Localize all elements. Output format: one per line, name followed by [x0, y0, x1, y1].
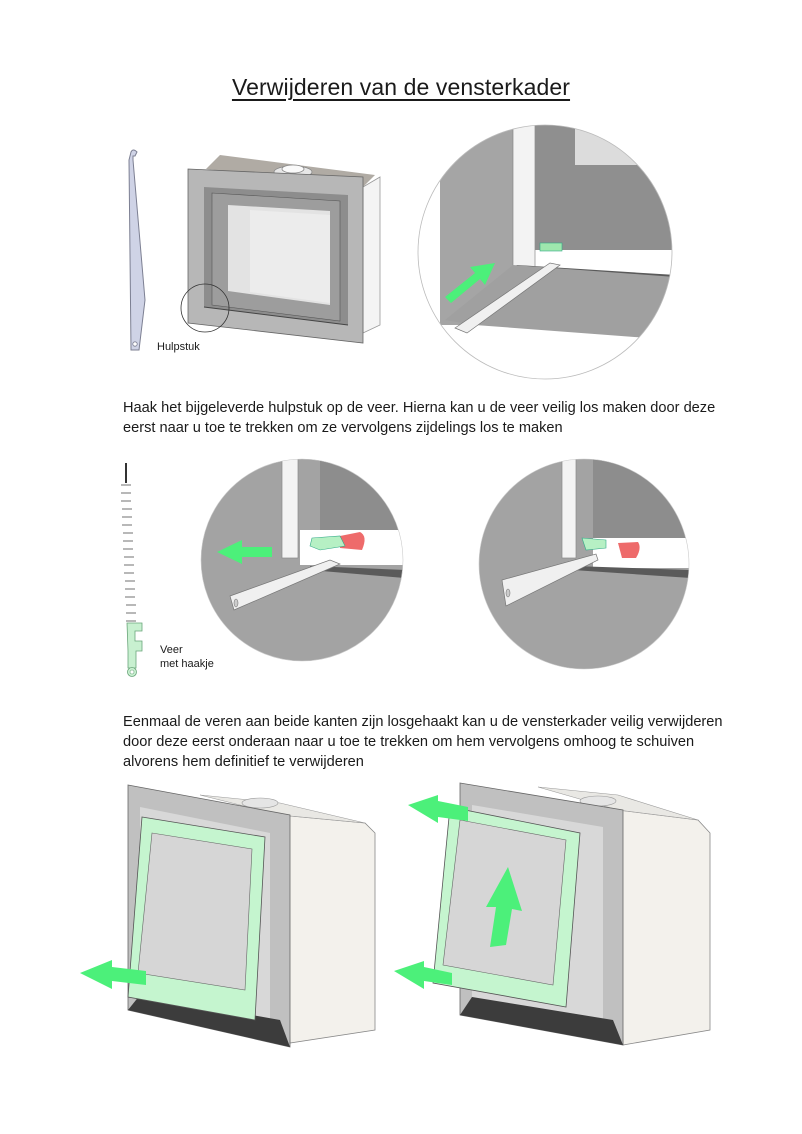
page-title: Verwijderen van de vensterkader [231, 74, 571, 100]
detail-circle-1 [417, 124, 673, 380]
tool-hulpstuk-illustration [128, 149, 146, 351]
tool-label: Hulpstuk [157, 341, 200, 353]
step2-instruction: Eenmaal de veren aan beide kanten zijn l… [123, 714, 723, 770]
detail-circle-2 [200, 458, 404, 662]
spring-illustration [121, 463, 143, 677]
fireplace-lift-out-illustration [394, 782, 711, 1046]
step1-instruction: Haak het bijgeleverde hulpstuk op de vee… [123, 400, 716, 436]
fireplace-pull-out-illustration [80, 784, 376, 1048]
spring-label-line2: met haakje [160, 658, 214, 670]
detail-circle-3 [478, 458, 690, 670]
spring-label-line1: Veer [160, 644, 183, 656]
fireplace-front-illustration [180, 155, 381, 344]
